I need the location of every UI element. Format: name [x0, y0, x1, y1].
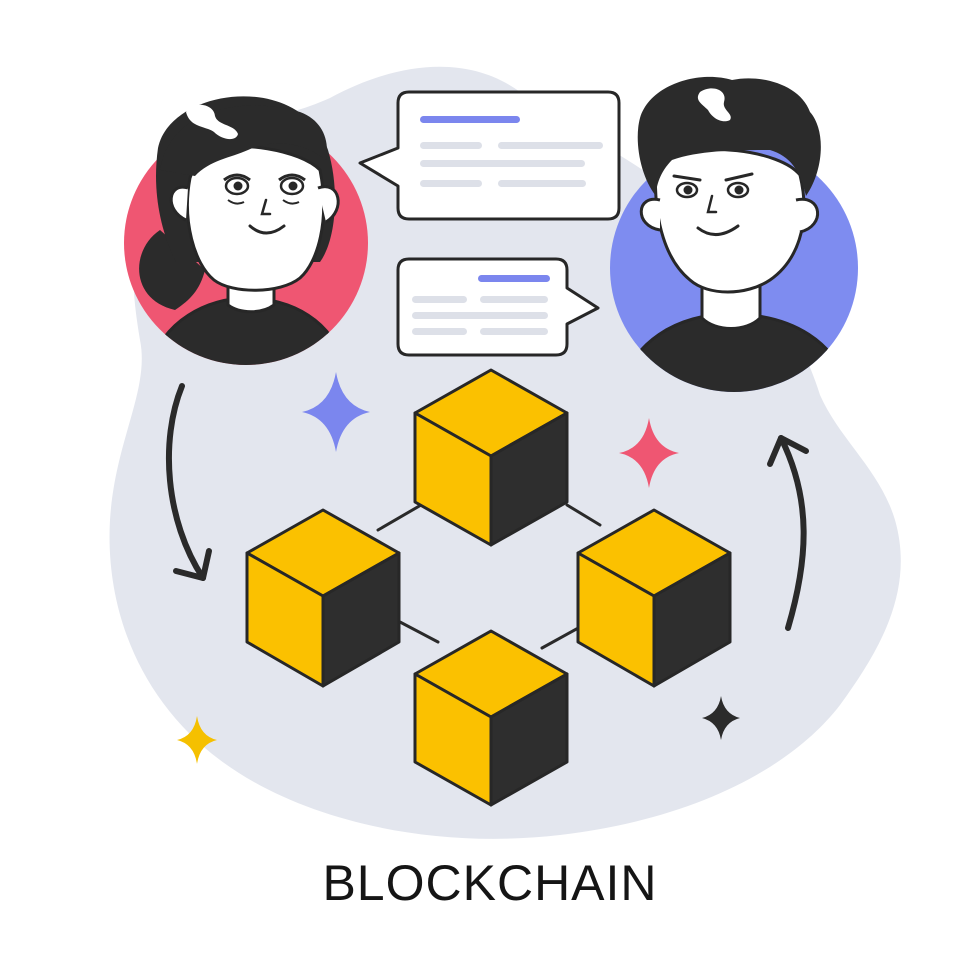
- sparkle-icon: [619, 418, 679, 488]
- block-cube-bottom: [413, 629, 569, 807]
- sparkle-icon: [177, 716, 217, 764]
- chat-bubble-icon: [358, 90, 621, 221]
- block-cube-top: [413, 368, 569, 547]
- cycle-arrow-right-icon: [767, 435, 809, 631]
- cycle-arrow-left-icon: [165, 383, 212, 581]
- chain-link: [565, 503, 602, 527]
- sparkle-icon: [302, 372, 370, 452]
- sparkle-icon: [702, 696, 740, 740]
- man-avatar-icon: [610, 76, 858, 392]
- woman-avatar-icon: [124, 96, 368, 365]
- block-cube-left: [245, 508, 401, 688]
- block-cube-right: [576, 508, 732, 688]
- chat-bubble-icon: [396, 257, 600, 357]
- page-title: BLOCKCHAIN: [322, 855, 658, 911]
- chain-link: [398, 620, 440, 644]
